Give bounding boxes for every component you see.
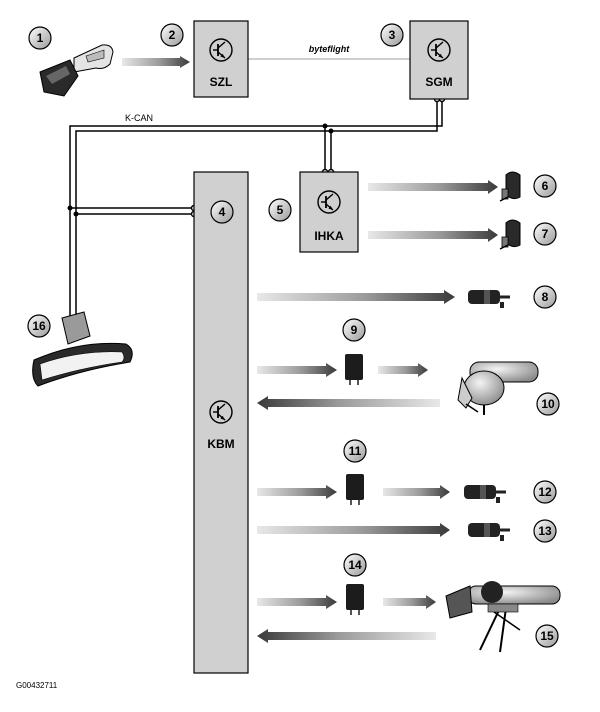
- arrow-kbm-to-relay-14: [257, 595, 337, 609]
- signal-flow-arrows: [122, 56, 498, 643]
- arrow-ihka-to-flap-6: [368, 180, 498, 194]
- flap-actuator-6: [499, 171, 521, 202]
- svg-text:9: 9: [351, 323, 358, 337]
- callout-6: 6: [533, 174, 557, 198]
- callout-5: 5: [268, 198, 292, 222]
- szl-module: SZL: [193, 20, 249, 98]
- rear-wiper-motor-15: [445, 581, 561, 653]
- svg-text:1: 1: [37, 31, 44, 45]
- svg-text:4: 4: [219, 205, 226, 219]
- wiper-motor-10: [457, 361, 539, 415]
- sgm-label: SGM: [425, 75, 452, 89]
- callout-12: 12: [533, 480, 557, 504]
- svg-text:3: 3: [389, 28, 396, 42]
- stalk-switch-illustration: [39, 44, 114, 97]
- relay-11: [345, 473, 365, 506]
- arrow-ihka-to-flap-7: [368, 228, 498, 242]
- washer-pump-8: [466, 288, 512, 310]
- callout-15: 15: [535, 624, 559, 648]
- callout-markers: 1 2 3 4 5 6 7 8 9 10 11 12 13 14 15 16: [27, 23, 560, 648]
- ihka-label: IHKA: [314, 229, 344, 243]
- relay-9: [344, 353, 364, 386]
- kbm-module: KBM: [193, 171, 249, 674]
- callout-10: 10: [536, 392, 560, 416]
- arrow-switch-to-szl: [122, 56, 190, 68]
- flap-actuator-7: [499, 219, 521, 250]
- kcan-wire-a: [75, 100, 438, 316]
- svg-text:15: 15: [540, 629, 554, 643]
- callout-4: 4: [210, 200, 234, 224]
- svg-text:10: 10: [541, 397, 555, 411]
- svg-text:14: 14: [348, 558, 362, 572]
- callout-9: 9: [342, 318, 366, 342]
- arrow-relay-14-to-motor-15: [383, 595, 436, 609]
- ihka-module: IHKA: [299, 171, 359, 253]
- washer-pump-12: [462, 483, 508, 505]
- arrow-kbm-to-pump-13: [257, 523, 450, 537]
- svg-text:8: 8: [542, 290, 549, 304]
- callout-14: 14: [343, 553, 367, 577]
- sgm-module: SGM: [409, 20, 469, 100]
- arrow-motor-15-to-kbm: [257, 629, 436, 643]
- callout-3: 3: [380, 23, 404, 47]
- svg-text:5: 5: [277, 203, 284, 217]
- callout-1: 1: [28, 26, 52, 50]
- callout-11: 11: [343, 439, 367, 463]
- rearview-mirror-16: [32, 311, 133, 387]
- kcan-label: K-CAN: [125, 113, 153, 123]
- kbm-label: KBM: [207, 437, 234, 451]
- svg-text:13: 13: [538, 524, 552, 538]
- washer-pump-13: [466, 521, 512, 543]
- callout-13: 13: [533, 519, 557, 543]
- arrow-kbm-to-relay-11: [257, 485, 337, 499]
- arrow-motor-10-to-kbm: [257, 396, 440, 410]
- arrow-kbm-to-pump-8: [257, 290, 455, 304]
- callout-8: 8: [533, 285, 557, 309]
- callout-2: 2: [160, 23, 184, 47]
- relay-14: [345, 583, 365, 616]
- arrow-kbm-to-relay-9: [257, 363, 337, 377]
- callout-16: 16: [27, 314, 51, 338]
- svg-text:6: 6: [542, 179, 549, 193]
- arrow-relay-11-to-pump-12: [383, 485, 450, 499]
- arrow-relay-9-to-motor-10: [378, 363, 428, 377]
- callout-7: 7: [533, 222, 557, 246]
- svg-text:16: 16: [32, 319, 46, 333]
- figure-code: G00432711: [16, 681, 58, 690]
- kcan-wire-b: [69, 100, 443, 316]
- svg-text:7: 7: [542, 227, 549, 241]
- szl-label: SZL: [210, 75, 233, 89]
- svg-text:11: 11: [349, 444, 362, 458]
- svg-text:2: 2: [169, 28, 176, 42]
- svg-text:12: 12: [538, 485, 552, 499]
- byteflight-label: byteflight: [309, 44, 350, 54]
